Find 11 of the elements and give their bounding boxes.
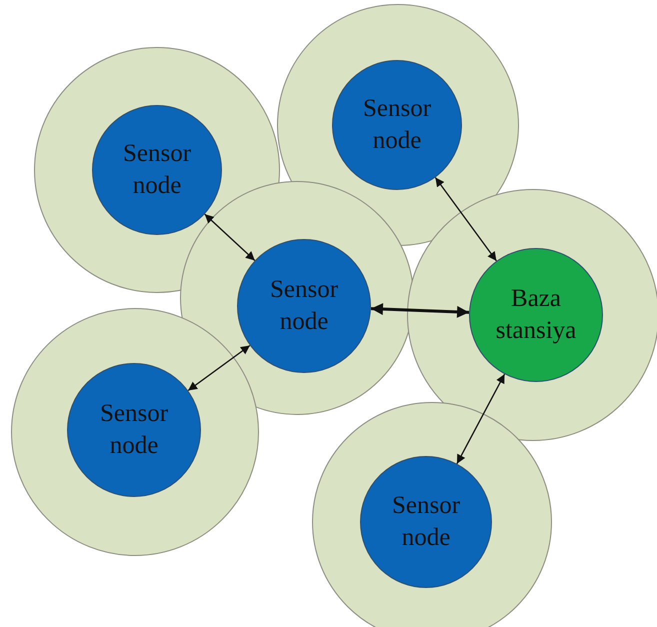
double-arrow [188,344,250,392]
node-label: Sensor node [122,138,192,201]
node-label: Baza stansiya [494,284,578,346]
double-arrow [434,177,497,262]
node-label: Sensor node [362,94,432,156]
node-label: Sensor node [98,398,170,461]
double-arrow [370,303,470,318]
node-label: Sensor node [268,274,340,337]
double-arrow [456,374,506,464]
node-label: Sensor node [390,490,462,553]
double-arrow [204,214,256,261]
